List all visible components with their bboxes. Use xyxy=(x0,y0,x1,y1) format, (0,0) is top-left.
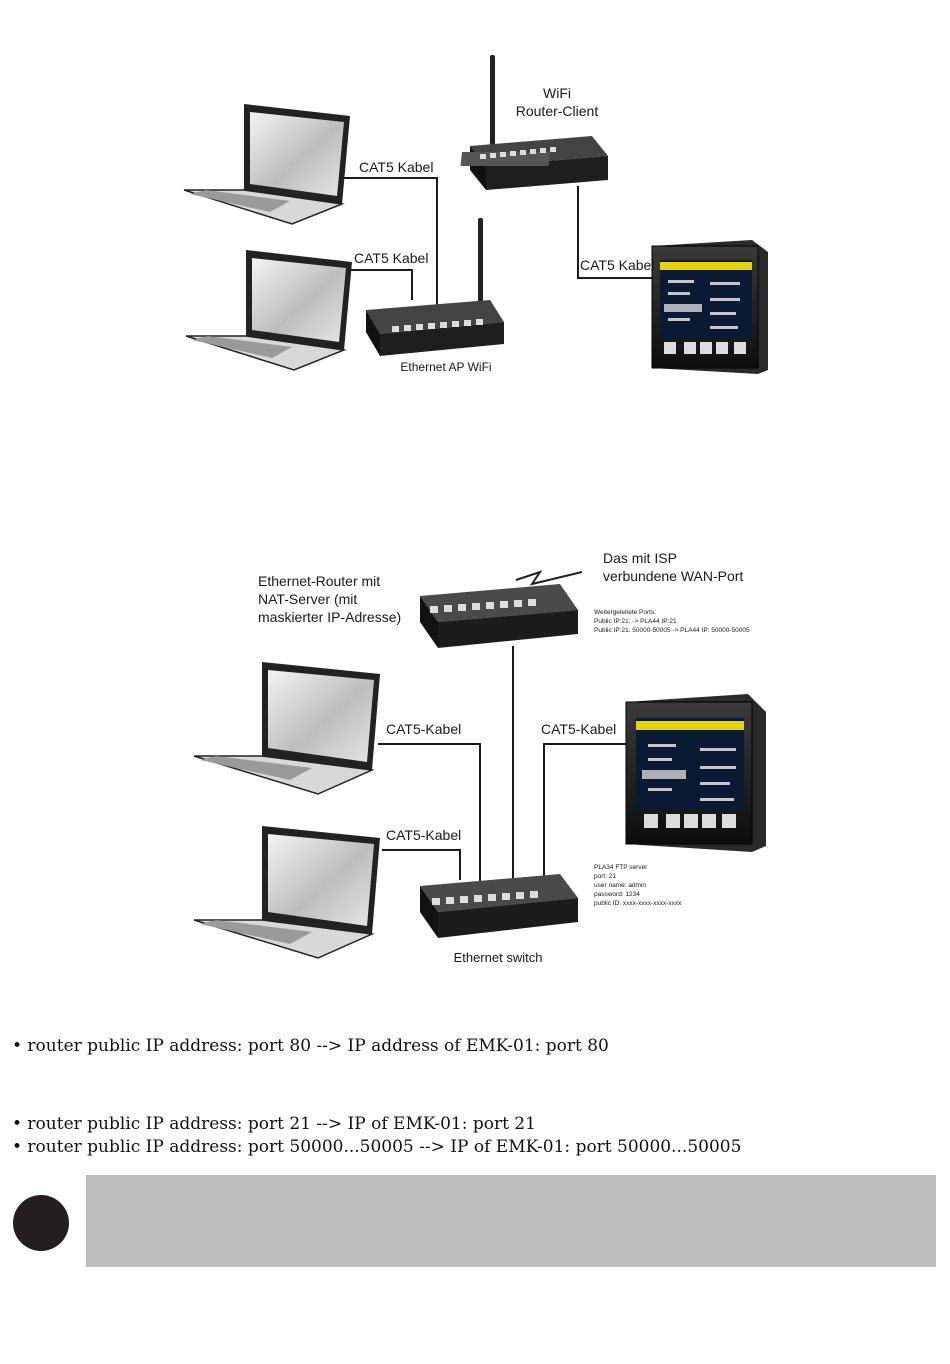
ftp-info-line4: password: 1234 xyxy=(594,891,640,898)
ftp-info-line2: port: 21 xyxy=(594,873,616,880)
wifi-router-label-line2: Router-Client xyxy=(516,103,599,119)
cable-label-1: CAT5 Kabel xyxy=(359,159,433,175)
wan-signal-icon xyxy=(515,570,583,586)
network-diagrams: WiFi Router-Client Ethernet AP WiFi xyxy=(183,55,768,965)
ap-label: Ethernet AP WiFi xyxy=(400,360,491,374)
cable-laptop2-switch xyxy=(382,849,461,880)
cable-lines-1 xyxy=(342,177,655,312)
ftp-info-line1: PLA34 FTP server xyxy=(594,864,648,871)
router-label-line1: Ethernet-Router mit xyxy=(258,573,380,589)
cable-label-2: CAT5 Kabel xyxy=(354,250,428,266)
isp-label-line1: Das mit ISP xyxy=(603,550,677,566)
cable-lines-2 xyxy=(378,646,632,884)
router-label-line2: NAT-Server (mit xyxy=(258,591,357,607)
diagram-2: Ethernet-Router mit NAT-Server (mit mask… xyxy=(193,550,766,965)
note-icon xyxy=(13,1195,69,1251)
diagram-1: WiFi Router-Client Ethernet AP WiFi xyxy=(183,55,768,374)
emk-device-1 xyxy=(651,240,768,374)
emk-device-2 xyxy=(625,694,766,852)
ethernet-ap-wifi xyxy=(366,218,504,356)
ethernet-switch xyxy=(420,874,578,938)
laptop-4 xyxy=(193,826,380,959)
cable-laptop2-ap xyxy=(346,269,413,300)
laptop-1 xyxy=(183,104,350,225)
isp-label-line2: verbundene WAN-Port xyxy=(603,568,743,584)
cable-label-left-top: CAT5-Kabel xyxy=(386,721,461,737)
bullet-port-80: • router public IP address: port 80 --> … xyxy=(12,1036,609,1056)
laptop-3 xyxy=(193,662,380,795)
note-box xyxy=(86,1175,936,1267)
wifi-router-label-line1: WiFi xyxy=(543,85,571,101)
cable-label-left-bottom: CAT5-Kabel xyxy=(386,827,461,843)
ftp-info-line5: public ID: xxxx-xxxx-xxxx-xxxx xyxy=(594,900,682,907)
switch-label: Ethernet switch xyxy=(454,950,543,965)
laptop-2 xyxy=(185,250,352,371)
forward-info-line1: Weitergeleitete Ports: xyxy=(594,609,656,616)
forward-info-line3: Public IP:21: 50000-50005 -> PLA44 IP: 5… xyxy=(594,627,750,634)
wifi-router-client xyxy=(460,55,608,190)
forward-info-line2: Public IP:21: -> PLA44 IP:21 xyxy=(594,618,677,625)
ftp-info-line3: user name: admin xyxy=(594,882,646,889)
cable-label-right: CAT5-Kabel xyxy=(541,721,616,737)
cable-device-switch xyxy=(543,743,632,884)
bullet-port-50000: • router public IP address: port 50000..… xyxy=(12,1137,742,1157)
cable-laptop1-ap xyxy=(342,177,438,312)
router-label-line3: maskierter IP-Adresse) xyxy=(258,609,401,625)
bullet-port-21: • router public IP address: port 21 --> … xyxy=(12,1114,536,1134)
cable-label-3: CAT5 Kabel xyxy=(580,257,654,273)
nat-router xyxy=(420,584,578,648)
cable-laptop1-switch xyxy=(378,743,481,882)
cable-router-device xyxy=(577,186,655,279)
